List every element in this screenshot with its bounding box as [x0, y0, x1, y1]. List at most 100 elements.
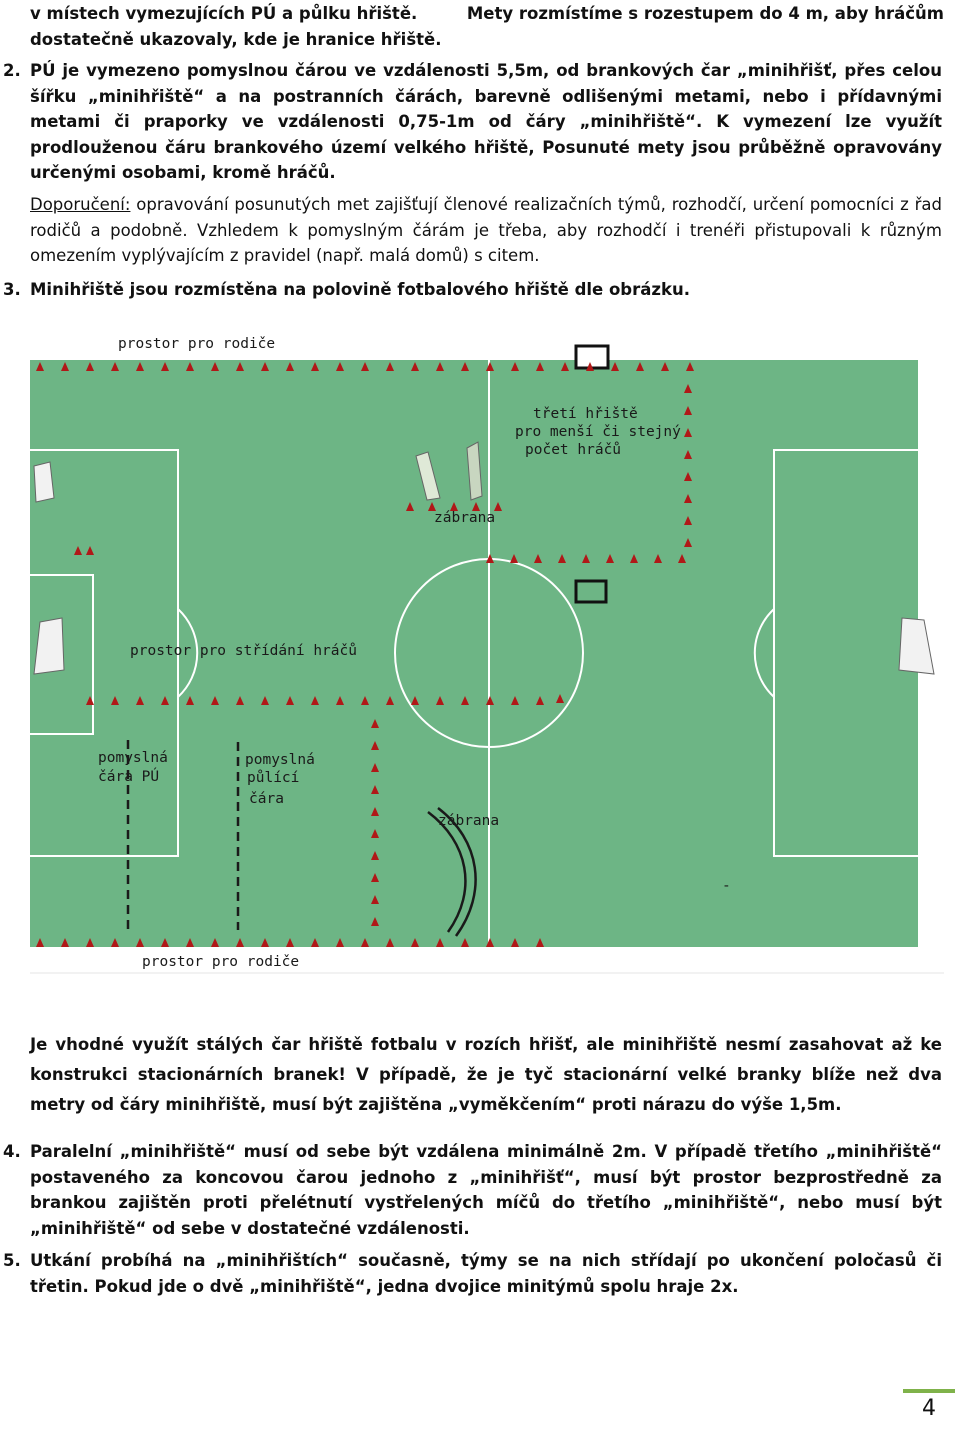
cone-marker — [86, 696, 94, 705]
cone-marker — [486, 554, 494, 563]
recommendation-label: Doporučení: — [30, 195, 131, 214]
cone-marker — [86, 546, 94, 555]
cone-marker — [286, 362, 294, 371]
cone-marker — [361, 362, 369, 371]
cone-marker — [510, 554, 518, 563]
cone-marker — [261, 696, 269, 705]
cone-marker — [371, 873, 379, 882]
cone-marker — [582, 554, 590, 563]
cone-marker — [534, 554, 542, 563]
item-3-number: 3. — [3, 280, 21, 299]
cone-marker — [61, 938, 69, 947]
cone-marker — [411, 938, 419, 947]
cone-marker — [371, 807, 379, 816]
cone-marker — [361, 696, 369, 705]
cone-marker — [161, 362, 169, 371]
label-third-pitch-1: třetí hřiště — [533, 406, 638, 422]
label-substitution-area: prostor pro střídání hráčů — [130, 643, 357, 659]
cone-markers — [36, 362, 694, 947]
cone-marker — [511, 362, 519, 371]
cone-marker — [211, 362, 219, 371]
cone-marker — [236, 362, 244, 371]
label-half-line-2: půlící — [247, 770, 299, 786]
cone-marker — [136, 362, 144, 371]
cone-marker — [211, 938, 219, 947]
item-5-text: Utkání probíhá na „minihřištích“ současn… — [30, 1251, 942, 1296]
middle-mini-goal — [574, 579, 608, 604]
cone-marker — [161, 696, 169, 705]
label-half-line-1: pomyslná — [245, 752, 315, 768]
label-dash: - — [722, 878, 731, 894]
cone-marker — [472, 502, 480, 511]
cone-marker — [371, 785, 379, 794]
recommendation-text: opravování posunutých met zajišťují člen… — [30, 195, 942, 265]
left-goal-area — [30, 574, 94, 735]
after-figure-paragraph: Je vhodné využít stálých čar hřiště fotb… — [30, 1035, 942, 1114]
cone-marker — [186, 362, 194, 371]
field-diagram: prostor pro rodiče třetí hřiště pro menš… — [30, 330, 944, 975]
cone-marker — [311, 696, 319, 705]
cone-marker — [586, 362, 594, 371]
cone-marker — [111, 362, 119, 371]
cone-marker — [406, 502, 414, 511]
cone-marker — [511, 696, 519, 705]
cone-marker — [461, 362, 469, 371]
label-third-pitch-2: pro menší či stejný — [515, 424, 681, 440]
cone-marker — [611, 362, 619, 371]
cone-marker — [261, 362, 269, 371]
cone-marker — [371, 741, 379, 750]
cone-marker — [236, 696, 244, 705]
cone-marker — [286, 696, 294, 705]
cone-marker — [371, 851, 379, 860]
cone-marker — [336, 696, 344, 705]
cone-marker — [311, 362, 319, 371]
cone-marker — [558, 554, 566, 563]
cone-marker — [411, 696, 419, 705]
field-markings — [30, 360, 918, 947]
cone-marker — [386, 938, 394, 947]
imaginary-lines — [126, 740, 240, 930]
label-barrier-bottom: zábrana — [438, 813, 499, 829]
cone-marker — [61, 362, 69, 371]
cone-marker — [86, 362, 94, 371]
top-left-line-1: v místech vymezujících PÚ a půlku hřiště… — [30, 4, 418, 23]
left-goal-2 — [33, 617, 65, 675]
center-goal-2 — [415, 451, 441, 501]
label-parents-bottom: prostor pro rodiče — [142, 954, 299, 970]
cone-marker — [336, 938, 344, 947]
page-number: 4 — [922, 1396, 936, 1421]
cone-marker — [686, 362, 694, 371]
cone-marker — [261, 938, 269, 947]
top-left-line-2: dostatečně ukazovaly, kde je hranice hři… — [30, 30, 442, 49]
cone-marker — [684, 406, 692, 415]
cone-marker — [436, 696, 444, 705]
cone-marker — [186, 696, 194, 705]
item-2-text: PÚ je vymezeno pomyslnou čárou ve vzdále… — [30, 61, 942, 182]
cone-marker — [678, 554, 686, 563]
barrier-arc-2 — [437, 807, 477, 937]
barrier-arc-1 — [427, 811, 467, 933]
cone-marker — [630, 554, 638, 563]
cone-marker — [371, 719, 379, 728]
cone-marker — [186, 938, 194, 947]
cone-marker — [136, 938, 144, 947]
right-penalty-area — [773, 449, 918, 857]
cone-marker — [684, 428, 692, 437]
cone-marker — [556, 694, 564, 703]
cone-marker — [511, 938, 519, 947]
item-3-text: Minihřiště jsou rozmístěna na polovině f… — [30, 280, 690, 299]
label-pu-line-1: pomyslná — [98, 750, 168, 766]
cone-marker — [36, 362, 44, 371]
cone-marker — [561, 362, 569, 371]
cone-marker — [486, 938, 494, 947]
label-barrier-top: zábrana — [434, 510, 495, 526]
cone-marker — [684, 516, 692, 525]
cone-marker — [428, 502, 436, 511]
cone-marker — [371, 829, 379, 838]
cone-marker — [371, 763, 379, 772]
cone-marker — [436, 938, 444, 947]
goals — [33, 344, 935, 675]
right-penalty-arc — [753, 608, 775, 698]
label-third-pitch-3: počet hráčů — [525, 442, 621, 458]
cone-marker — [211, 696, 219, 705]
